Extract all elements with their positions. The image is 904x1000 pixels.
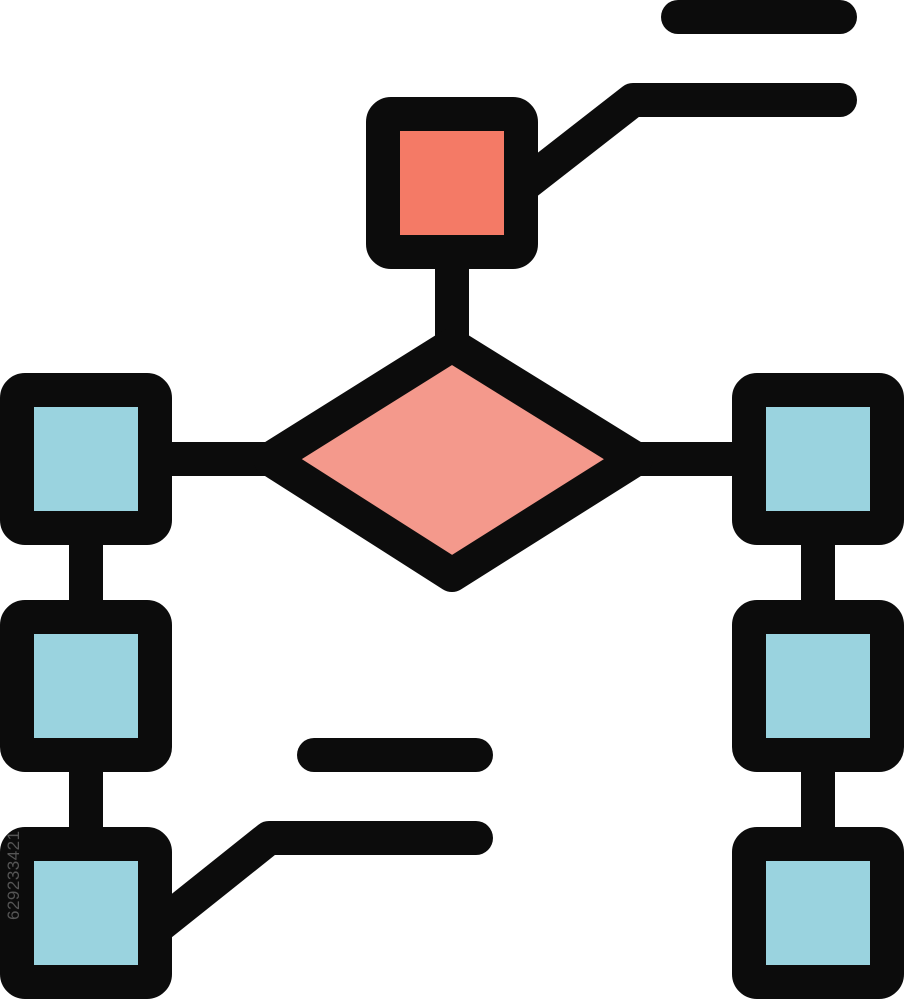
stock-id-watermark: 629233421 bbox=[4, 830, 23, 920]
connector-bottom-box-to-note bbox=[143, 821, 493, 942]
left-box-3-icon bbox=[0, 827, 172, 999]
left-box-1-icon bbox=[0, 373, 172, 545]
right-box-3-icon bbox=[732, 827, 904, 999]
top-process-box-icon bbox=[366, 97, 538, 269]
left-process-column bbox=[0, 373, 172, 999]
right-box-1-icon bbox=[732, 373, 904, 545]
right-box-2-icon bbox=[732, 600, 904, 772]
text-placeholder-lines-icon bbox=[297, 0, 857, 772]
decision-diamond-icon bbox=[253, 328, 653, 592]
left-box-2-icon bbox=[0, 600, 172, 772]
connector-top-box-to-note bbox=[507, 83, 857, 202]
right-process-column bbox=[732, 373, 904, 999]
